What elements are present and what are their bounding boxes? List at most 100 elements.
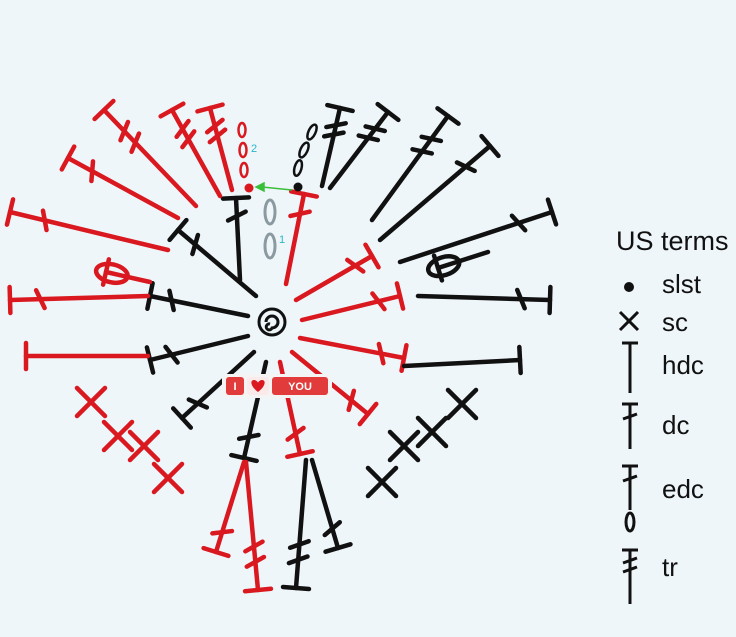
legend-label-slst: slst — [662, 269, 701, 299]
round1-dc-2 — [145, 281, 251, 319]
round1-dc-5-stroke — [229, 452, 259, 464]
round2-tr-2-stroke — [180, 129, 197, 150]
legend-label-hdc: hdc — [662, 350, 704, 380]
round1-dc-2-stroke — [167, 288, 176, 313]
round2-tr-11-stroke — [321, 130, 346, 139]
round-2-chain-icon — [237, 121, 249, 179]
round1-dc-3 — [144, 333, 251, 375]
dc-t-icon — [622, 402, 638, 449]
round2-dc-14 — [377, 133, 501, 243]
i-love-you-badge: I YOU — [222, 374, 332, 398]
round2-dc-7-stroke — [7, 293, 151, 303]
round2-dc-5 — [4, 197, 171, 253]
round2-tr-2 — [158, 101, 223, 199]
round2-sc-6-b — [415, 415, 449, 449]
badge-you-text: YOU — [288, 381, 312, 393]
round2-tr-12-stroke — [356, 133, 381, 143]
round1-red-dc-4-stroke — [297, 335, 407, 361]
round2-sc-5-b — [445, 387, 479, 421]
round1-dc-1-stroke — [167, 217, 189, 243]
round2-tr-12-stroke — [363, 124, 388, 134]
round2-hdc-18-stroke — [517, 344, 523, 376]
round2-dc-9-stroke — [201, 545, 231, 559]
round2-dc-4-stroke — [59, 144, 77, 172]
round1-red-dc-5-stroke — [346, 388, 357, 413]
round1-dc-6-stroke — [220, 195, 252, 201]
round2-dc-9-stroke — [213, 459, 247, 555]
round2-tr-1-stroke — [195, 102, 225, 114]
round2-dc-7-stroke — [33, 287, 47, 311]
slst-dot-red — [244, 183, 254, 193]
legend-title: US terms — [616, 226, 729, 256]
round2-dc-15-stroke — [545, 197, 559, 227]
round2-tr-13-stroke — [435, 106, 461, 126]
round1-red-dc-4 — [297, 335, 409, 374]
round2-dc-20-stroke — [309, 457, 341, 551]
round2-tr-1-stroke — [207, 105, 235, 193]
round2-edc-16 — [425, 249, 491, 283]
round1-dc-6-stroke — [225, 209, 248, 223]
round2-hdc-18 — [401, 344, 523, 376]
heart-icon — [247, 377, 269, 395]
round2-dc-17-stroke — [415, 293, 553, 303]
sc-x-icon — [618, 310, 640, 332]
round2-dc-5-stroke — [7, 209, 171, 253]
round2-tr-19-stroke — [287, 538, 311, 551]
round2-tr-12-stroke — [327, 109, 391, 191]
hdc-t-icon — [622, 341, 638, 393]
round2-sc-4-b — [151, 461, 185, 495]
round1-red-dc-5-stroke — [357, 401, 379, 427]
round2-dc-7-stroke — [7, 284, 13, 316]
round1-red-dc-3 — [299, 281, 406, 323]
round2-tr-2-stroke — [158, 101, 186, 119]
round2-edc-6-loop — [93, 261, 130, 286]
round1-red-dc-6-stroke — [285, 448, 315, 460]
slst-dot-icon — [624, 282, 634, 292]
round2-dc-20-stroke — [323, 542, 353, 554]
round2-dc-15-stroke — [509, 213, 528, 233]
round1-red-dc-1-stroke — [283, 191, 307, 287]
round2-tr-3-stroke — [92, 98, 116, 122]
round2-edc-16-loop — [425, 254, 462, 279]
round2-sc-1-b — [74, 385, 108, 419]
round2-tr-13-stroke — [369, 113, 451, 223]
round1-red-dc-1-stroke — [289, 189, 319, 199]
round2-dc-5-stroke — [40, 208, 49, 233]
round2-tr-13 — [369, 106, 461, 223]
round2-tr-3-stroke — [129, 131, 142, 155]
round1-dc-3-stroke — [147, 333, 251, 363]
legend-label-edc: edc — [662, 474, 704, 504]
join-arrow-icon — [254, 181, 293, 193]
round2-tr-1-stroke — [207, 127, 228, 145]
round2-tr-11-stroke — [325, 102, 355, 114]
round2-tr-3-stroke — [101, 107, 199, 209]
round2-sc-7-b — [387, 429, 421, 463]
round2-tr-1 — [195, 102, 235, 193]
round2-dc-4-stroke — [89, 159, 96, 184]
round2-tr-1-stroke — [204, 117, 225, 135]
round1-dc-4-stroke — [186, 397, 210, 410]
round2-tr-10-stroke — [244, 554, 267, 569]
round2-tr-2-stroke — [169, 107, 223, 199]
round2-dc-20 — [309, 457, 353, 554]
round1-dc-6-stroke — [233, 195, 243, 283]
round2-tr-2-stroke — [174, 118, 191, 140]
round2-dc-15-stroke — [397, 209, 555, 265]
round2-tr-10-stroke — [243, 539, 265, 554]
round2-tr-19-stroke — [293, 457, 309, 591]
badge-i-text: I — [233, 381, 236, 393]
round2-edc-16-stroke — [435, 249, 491, 271]
round1-red-dc-2 — [293, 242, 381, 303]
round1-red-dc-2-stroke — [293, 253, 375, 303]
slst-dot-black — [293, 182, 303, 192]
legend-label-sc: sc — [662, 307, 688, 337]
round2-hdc-18-stroke — [401, 357, 523, 369]
round2-tr-11-stroke — [324, 121, 348, 130]
magic-ring-icon — [257, 307, 287, 337]
round1-red-dc-3-stroke — [394, 281, 406, 311]
legend-symbols — [618, 282, 640, 604]
round2-tr-11 — [319, 102, 355, 189]
round2-sc-3-b — [127, 429, 161, 463]
round1-dc-1-stroke — [175, 227, 259, 299]
round2-dc-4 — [59, 144, 181, 221]
